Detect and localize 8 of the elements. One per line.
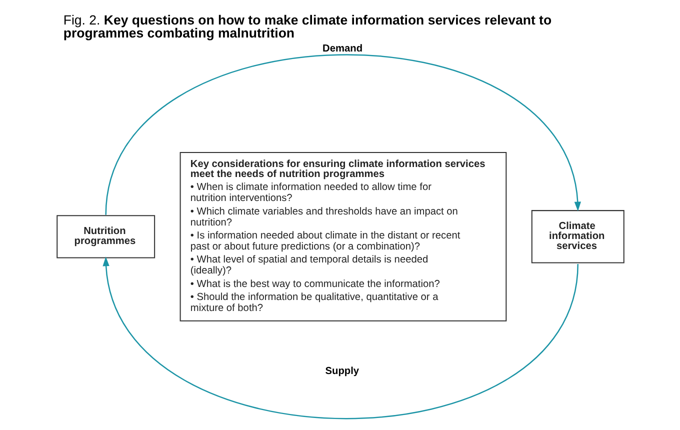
edge-label: Supply — [324, 366, 359, 378]
edge-label: Demand — [322, 43, 362, 54]
diagram-title: Fig. 2. Key questions on how to make climate information services relevant to programmes combating malnutrition — [62, 12, 552, 41]
arrow — [102, 256, 578, 420]
node-box: Climate information services — [530, 210, 624, 264]
node-box: Key considerations for ensuring climate information services meet the needs of nutrition programmes • When is climate information needed to allow time for nutrition interventions? • Which climate variables and thresholds have an impact on nutrition? • Is information needed about climate in the distant or recent past or about future predictions (or a combination)? • What level of spatial and temporal details is needed (ideally)? • What is the best way to communicate the information? • Should the information be qualitative, quantitative or a mixture of both? — [179, 152, 506, 322]
arrow — [104, 54, 581, 215]
node-box: Nutrition programmes — [56, 215, 155, 258]
